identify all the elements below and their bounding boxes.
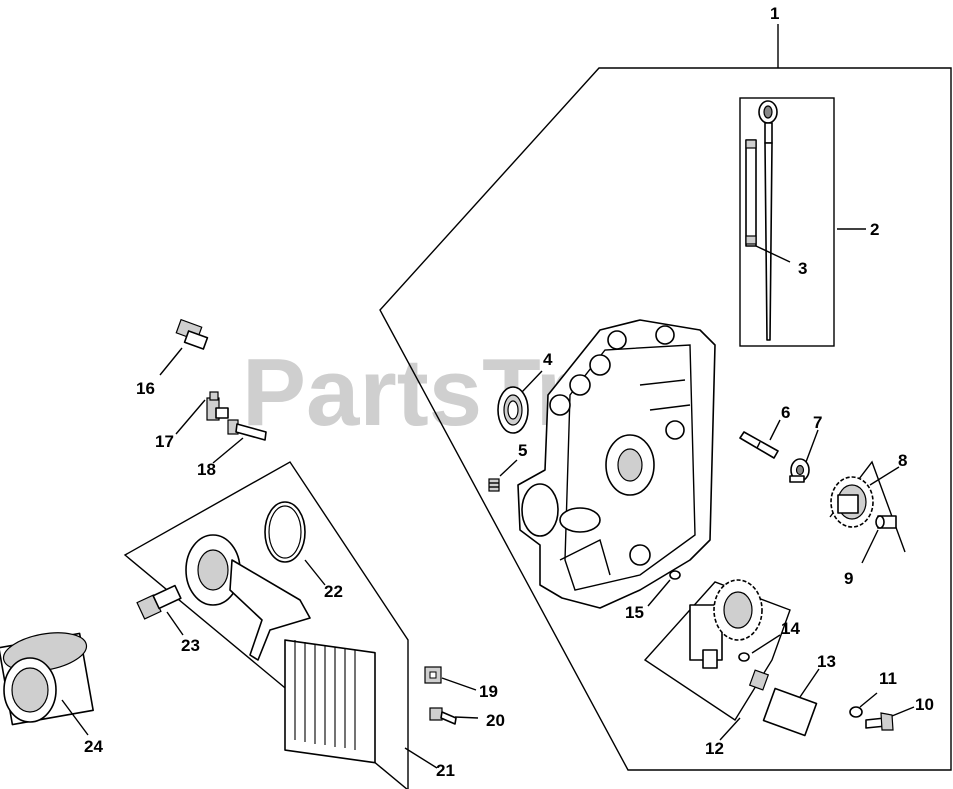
pipe-plug[interactable] <box>488 478 500 492</box>
crankcase-group-outline <box>379 67 952 771</box>
callout-17: 17 <box>155 432 174 451</box>
leader-lines <box>61 24 915 769</box>
callout-7: 7 <box>813 413 822 432</box>
clip-nut[interactable] <box>424 666 442 684</box>
callout-19: 19 <box>479 682 498 701</box>
oil-filter[interactable] <box>0 627 94 726</box>
callout-23: 23 <box>181 636 200 655</box>
o-ring-14[interactable] <box>738 652 750 662</box>
callout-10: 10 <box>915 695 934 714</box>
cooler-o-ring[interactable] <box>264 501 306 563</box>
oil-seal[interactable] <box>497 386 529 434</box>
callout-24: 24 <box>84 737 103 756</box>
callout-8: 8 <box>898 451 907 470</box>
elbow-fitting[interactable] <box>206 391 229 421</box>
callout-3: 3 <box>798 259 807 278</box>
callout-2: 2 <box>870 220 879 239</box>
callout-1: 1 <box>770 4 779 23</box>
callout-4: 4 <box>543 350 553 369</box>
dipstick[interactable] <box>758 100 778 341</box>
dipstick-group-box <box>739 97 835 347</box>
dowel-pin[interactable] <box>739 431 779 459</box>
callout-13: 13 <box>817 652 836 671</box>
callout-5: 5 <box>518 441 527 460</box>
hex-flange-screw[interactable] <box>865 712 894 731</box>
spacer[interactable] <box>789 458 810 483</box>
callout-16: 16 <box>136 379 155 398</box>
washer[interactable] <box>849 706 863 718</box>
screw[interactable] <box>227 419 267 441</box>
oil-sensor[interactable] <box>748 669 818 737</box>
governor-group-outline <box>643 581 791 721</box>
callout-21: 21 <box>436 761 455 780</box>
gear[interactable] <box>830 476 874 528</box>
mounting-screw[interactable] <box>429 707 457 725</box>
callout-15: 15 <box>625 603 644 622</box>
adapter-fitting[interactable] <box>136 584 182 620</box>
crankcase-cover[interactable] <box>517 319 716 609</box>
oil-pressure-switch[interactable] <box>175 318 209 350</box>
callout-6: 6 <box>781 403 790 422</box>
callout-11: 11 <box>879 669 897 688</box>
callout-20: 20 <box>486 711 505 730</box>
callout-22: 22 <box>324 582 343 601</box>
dipstick-tube[interactable] <box>745 139 757 247</box>
callout-14: 14 <box>781 619 800 638</box>
governor-assembly[interactable] <box>689 579 763 669</box>
oil-cooler[interactable] <box>185 534 376 764</box>
callout-9: 9 <box>844 569 853 588</box>
o-ring-15[interactable] <box>669 570 681 580</box>
callout-12: 12 <box>705 739 724 758</box>
callout-18: 18 <box>197 460 216 479</box>
gear-shaft[interactable] <box>875 515 897 529</box>
